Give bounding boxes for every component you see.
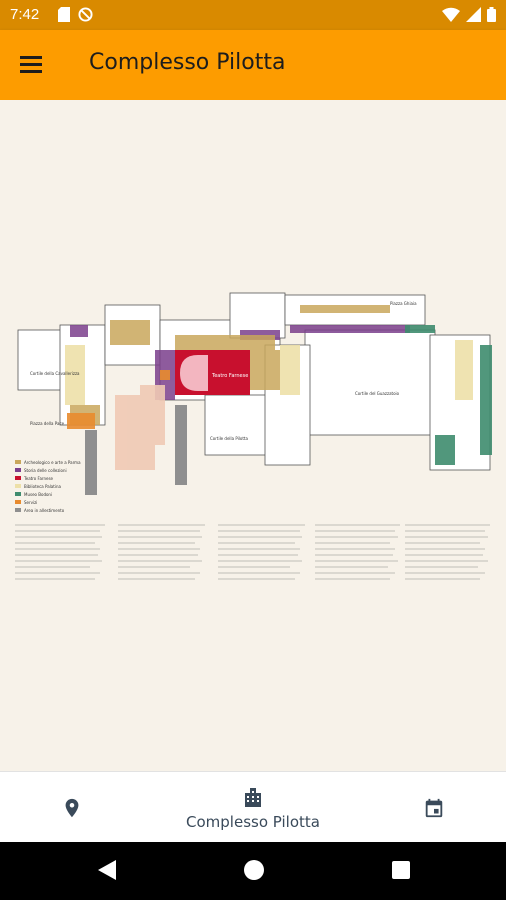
battery-icon <box>487 7 496 22</box>
bodoni-areas <box>405 325 492 465</box>
status-bar: 7:42 <box>0 0 506 30</box>
map-label-pace: Piazza della Pace <box>30 421 65 426</box>
nav-item-complesso[interactable]: Complesso Pilotta <box>168 772 338 843</box>
sd-card-icon <box>58 7 70 22</box>
servizi-areas <box>67 370 170 429</box>
grey-corridor <box>85 405 187 495</box>
app-bar: Complesso Pilotta <box>0 30 506 100</box>
pink-areas <box>115 385 165 470</box>
nav-label-complesso: Complesso Pilotta <box>186 812 320 831</box>
status-time: 7:42 <box>10 6 40 23</box>
map-index <box>15 524 490 580</box>
legend-item-palatina: Biblioteca Palatina <box>24 484 61 489</box>
nav-item-calendar[interactable] <box>402 772 466 843</box>
hamburger-menu-icon[interactable] <box>20 52 50 78</box>
map-pin-icon <box>65 798 79 817</box>
do-not-disturb-icon <box>78 7 93 22</box>
wifi-icon <box>442 7 460 22</box>
map-label-cortile: Cortile della Pilotta <box>210 436 248 441</box>
status-icons-left <box>58 7 93 22</box>
home-icon[interactable] <box>242 858 266 882</box>
bottom-navigation: Complesso Pilotta <box>0 771 506 843</box>
legend-item-archeologico: Archeologico e arte a Parma <box>24 460 81 465</box>
back-icon[interactable] <box>96 858 118 882</box>
map-label-guazzatoio: Cortile del Guazzatoio <box>355 391 400 396</box>
legend-item-servizi: Servizi <box>24 500 37 505</box>
legend-item-teatro: Teatro Farnese <box>23 476 54 481</box>
status-icons-right <box>442 7 496 22</box>
teatro-farnese: Teatro Farnese <box>175 350 250 395</box>
map-label-ghiaia: Piazza Ghiaia <box>390 301 417 306</box>
legend-item-collezioni: Storia delle collezioni <box>24 468 67 473</box>
app-title: Complesso Pilotta <box>89 50 286 75</box>
system-navigation-bar <box>0 842 506 900</box>
palatina-areas <box>65 340 473 405</box>
nav-item-map[interactable] <box>40 772 104 843</box>
recents-icon[interactable] <box>390 858 412 882</box>
map-label-cavallerizza: Cortile della Cavallerizza <box>30 371 80 376</box>
calendar-icon <box>425 798 443 817</box>
map-view[interactable]: Teatro Farnese Cortile della Cavallerizz… <box>0 100 506 771</box>
legend-item-bodoni: Museo Bodoni <box>24 492 52 497</box>
map-legend: Archeologico e arte a Parma Storia delle… <box>15 460 81 513</box>
cellular-icon <box>466 7 481 22</box>
floorplan-map[interactable]: Teatro Farnese Cortile della Cavallerizz… <box>10 285 496 695</box>
legend-item-allestimento: Area in allestimento <box>24 508 65 513</box>
building-icon <box>245 787 261 807</box>
map-label-teatro: Teatro Farnese <box>211 373 248 379</box>
